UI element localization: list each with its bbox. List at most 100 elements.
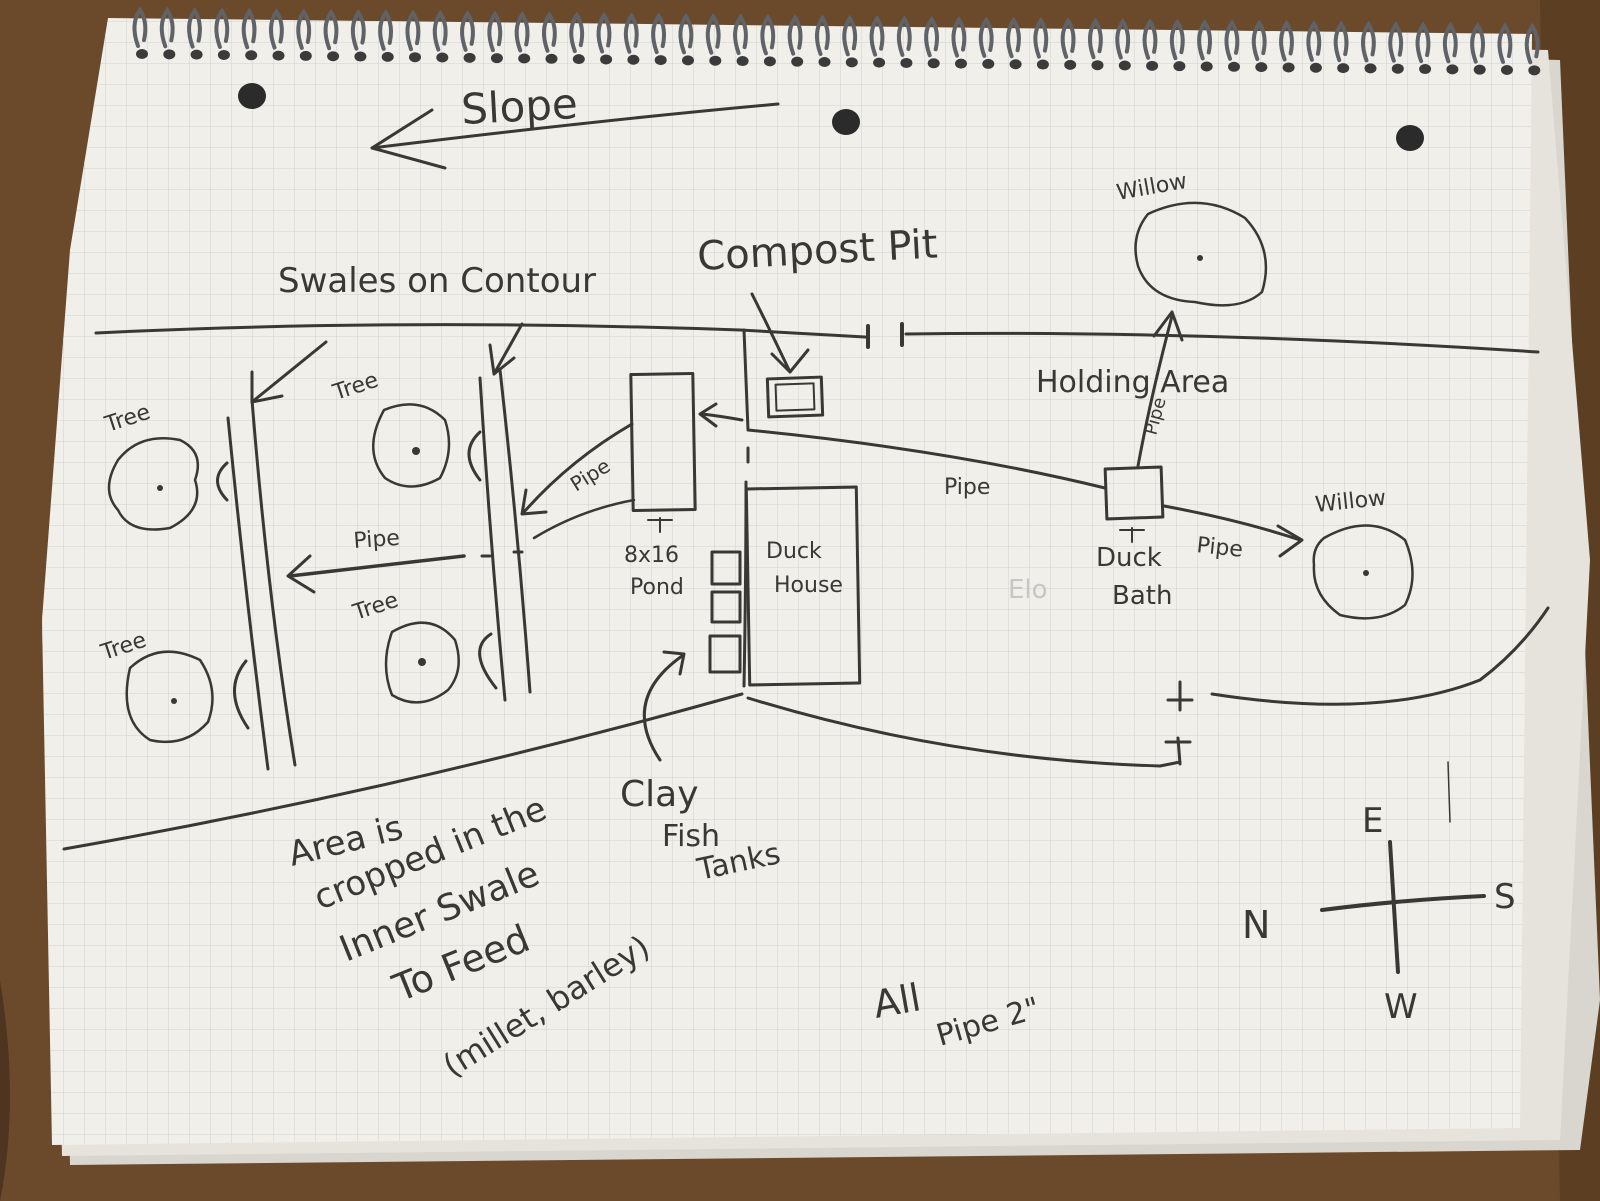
- duck-house-label-1: Duck: [766, 539, 822, 564]
- compass-east: E: [1362, 801, 1383, 841]
- spiral-ring: [432, 9, 448, 52]
- spiral-ring: [405, 9, 421, 52]
- spiral-hole: [190, 49, 203, 60]
- spiral-hole: [1528, 65, 1541, 76]
- spiral-ring: [1115, 17, 1131, 60]
- spiral-ring: [241, 7, 257, 50]
- spiral-ring: [187, 7, 202, 49]
- tree-4: [125, 650, 214, 744]
- spiral-ring: [1060, 17, 1076, 59]
- spiral-ring: [1497, 22, 1513, 64]
- slope-arrow: [370, 102, 780, 170]
- spiral-hole: [927, 58, 940, 69]
- top-contour-line: [94, 323, 867, 339]
- duck-bath-box: [1103, 465, 1165, 521]
- spiral-hole: [518, 53, 531, 64]
- spiral-ring: [1524, 22, 1540, 65]
- spiral-hole: [763, 56, 776, 67]
- spiral-hole: [736, 56, 749, 67]
- spiral-ring: [1006, 16, 1021, 59]
- spiral-hole: [1282, 62, 1295, 73]
- spiral-hole: [1337, 63, 1350, 74]
- spiral-hole: [1009, 59, 1022, 70]
- spiral-hole: [381, 51, 394, 62]
- spiral-hole: [409, 52, 421, 63]
- compass-north: N: [1242, 903, 1270, 947]
- spiral-hole: [818, 57, 831, 67]
- spiral-ring: [733, 13, 748, 56]
- spiral-ring: [705, 13, 721, 55]
- pond-label: Pond: [630, 575, 684, 600]
- spiral-hole: [217, 49, 230, 60]
- spiral-hole: [1446, 64, 1459, 75]
- spiral-hole: [1173, 61, 1186, 72]
- spiral-hole: [900, 57, 913, 68]
- spiral-ring: [1415, 21, 1431, 64]
- spiral-hole: [1091, 60, 1104, 71]
- spiral-hole: [1473, 64, 1486, 75]
- spiral-ring: [924, 15, 940, 58]
- clay-tanks-label-2: Fish: [662, 819, 720, 854]
- spiral-hole: [299, 50, 312, 61]
- swale-left: [216, 340, 328, 771]
- tree-2: [372, 403, 451, 488]
- spiral-ring: [869, 15, 885, 57]
- pipe-to-holding-area: [1136, 314, 1174, 468]
- spiral-ring: [269, 8, 284, 50]
- all-pipe-label-1: All: [870, 975, 924, 1027]
- pipe-middle-label: Pipe: [944, 475, 990, 500]
- holding-area-label: Holding Area: [1036, 365, 1229, 400]
- compass-rose: [1320, 761, 1486, 974]
- spiral-hole: [1200, 61, 1213, 72]
- pipe-horizontal: [288, 554, 466, 578]
- spiral-ring: [514, 10, 530, 53]
- spiral-hole: [463, 52, 476, 63]
- clay-fish-tanks: [708, 550, 742, 674]
- spiral-hole: [136, 49, 148, 59]
- swale-right: [467, 322, 532, 702]
- spiral-ring: [651, 12, 667, 55]
- spiral-hole: [245, 50, 258, 61]
- duck-house-label-2: House: [774, 573, 843, 598]
- spiral-ring: [1197, 18, 1213, 61]
- pipe-right-label: Pipe: [1195, 533, 1244, 563]
- spiral-ring: [787, 14, 803, 56]
- willow-right: [1312, 524, 1414, 620]
- spiral-ring: [1142, 18, 1158, 60]
- clay-tanks-label-1: Clay: [620, 774, 699, 815]
- spiral-hole: [654, 55, 667, 66]
- spiral-hole: [272, 50, 285, 61]
- spiral-ring: [542, 11, 557, 53]
- spiral-ring: [896, 15, 912, 57]
- faint-eraser-text: Elo: [1008, 575, 1048, 605]
- swales-label: Swales on Contour: [278, 261, 596, 301]
- duck-house-rect: [744, 485, 862, 687]
- spiral-hole: [163, 49, 176, 60]
- spiral-ring: [350, 9, 366, 51]
- spiral-hole: [572, 54, 585, 65]
- willow-top: [1134, 201, 1268, 307]
- spiral-hole: [1255, 62, 1268, 73]
- compost-pit-box: [765, 375, 825, 419]
- spiral-ring: [1033, 17, 1049, 59]
- spiral-ring: [1388, 21, 1404, 63]
- spiral-ring: [760, 13, 776, 56]
- spiral-ring: [487, 10, 503, 53]
- pipe-horizontal-label: Pipe: [353, 526, 401, 554]
- spiral-ring: [569, 11, 585, 54]
- compass-west: W: [1384, 987, 1418, 1027]
- compost-enclosure: [742, 328, 1107, 490]
- punch-holes: [238, 83, 1424, 151]
- spiral-hole: [327, 51, 340, 62]
- pond-rect: [629, 371, 697, 513]
- spiral-hole: [1364, 63, 1377, 74]
- tree-3: [384, 621, 460, 704]
- spiral-ring: [1442, 21, 1458, 64]
- spiral-ring: [323, 8, 339, 51]
- spiral-hole: [1501, 65, 1513, 75]
- spiral-hole: [490, 53, 503, 64]
- spiral-hole: [600, 54, 613, 65]
- spiral-hole: [1036, 59, 1049, 70]
